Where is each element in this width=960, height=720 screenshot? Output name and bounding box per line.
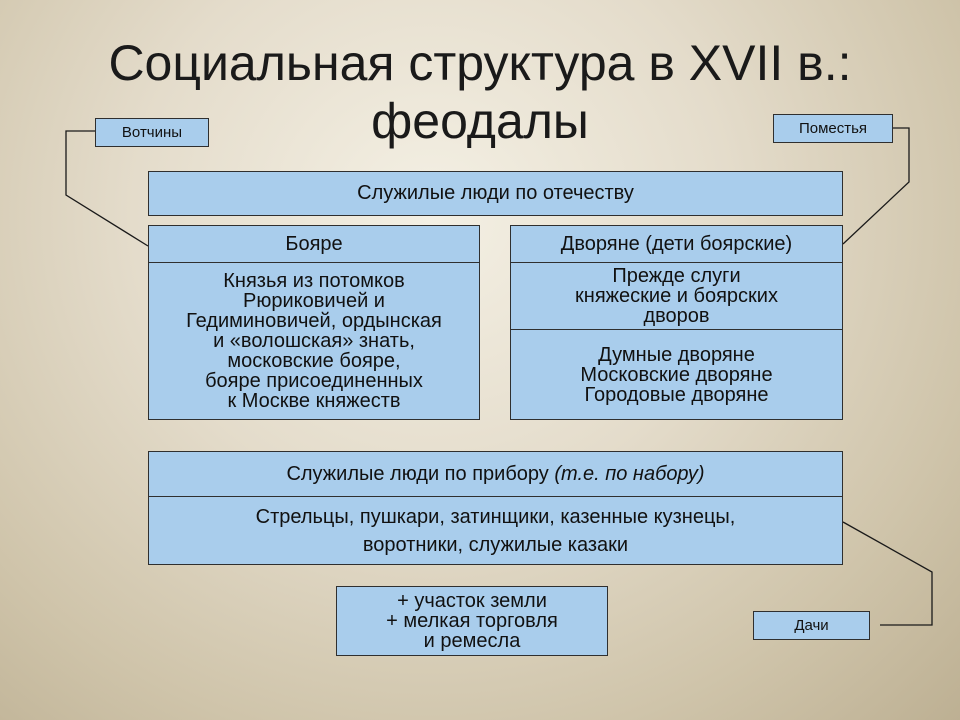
nobles-ranks: Думные дворяне Московские дворяне Городо… bbox=[510, 330, 843, 420]
connector-dachi bbox=[842, 521, 933, 626]
recruitment-heading: Служилые люди по прибору (т.е. по набору… bbox=[148, 451, 843, 497]
benefits-box: + участок земли + мелкая торговля и реме… bbox=[336, 586, 608, 656]
label-pomestya: Поместья bbox=[773, 114, 893, 143]
service-by-fatherland: Служилые люди по отечеству bbox=[148, 171, 843, 216]
nobles-heading: Дворяне (дети боярские) bbox=[510, 225, 843, 263]
boyars-block: Бояре Князья из потомков Рюриковичей и Г… bbox=[148, 225, 480, 420]
recruitment-block: Служилые люди по прибору (т.е. по набору… bbox=[148, 451, 843, 565]
recruitment-body: Стрельцы, пушкари, затинщики, казенные к… bbox=[148, 497, 843, 565]
boyars-heading: Бояре bbox=[148, 225, 480, 263]
connector-votchiny bbox=[65, 130, 149, 247]
boyars-body: Князья из потомков Рюриковичей и Гедимин… bbox=[148, 263, 480, 420]
nobles-before: Прежде слуги княжеские и боярских дворов bbox=[510, 263, 843, 330]
connector-pomestya bbox=[842, 127, 910, 245]
recruitment-heading-note: (т.е. по набору) bbox=[554, 462, 705, 485]
nobles-block: Дворяне (дети боярские) Прежде слуги кня… bbox=[510, 225, 843, 420]
label-votchiny: Вотчины bbox=[95, 118, 209, 147]
label-dachi: Дачи bbox=[753, 611, 870, 640]
slide-title: Социальная структура в XVII в.: феодалы bbox=[108, 35, 852, 149]
recruitment-heading-text: Служилые люди по прибору bbox=[286, 462, 549, 485]
